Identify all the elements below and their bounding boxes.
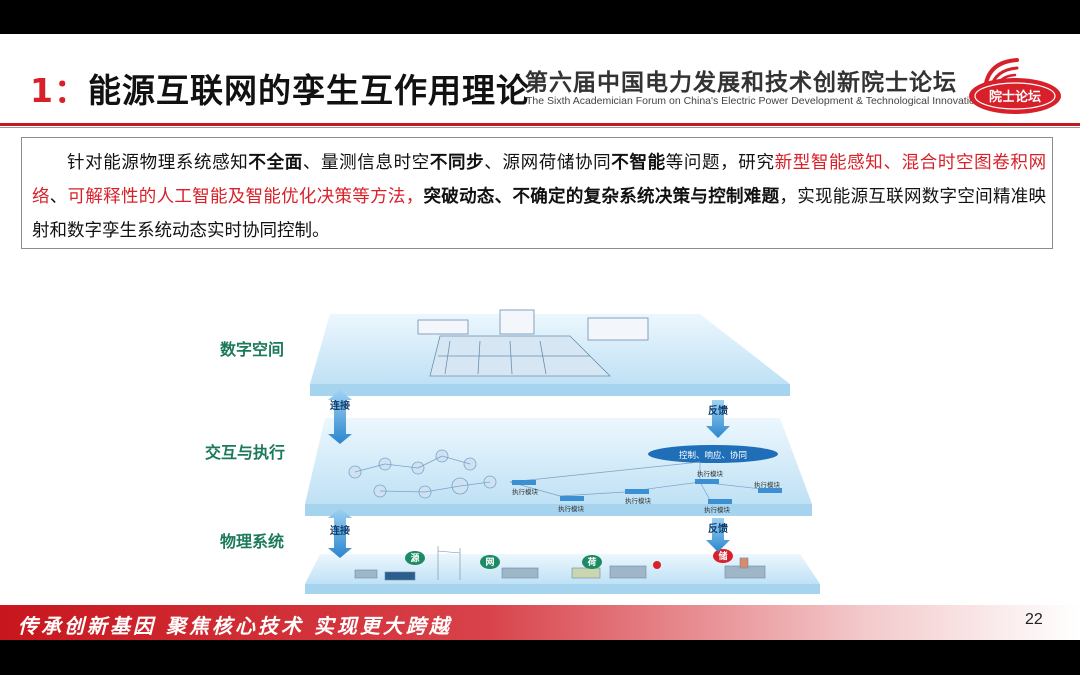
intro-bold: 不智能	[611, 153, 666, 173]
footer-bar	[0, 605, 1080, 640]
intro-text: 、	[49, 187, 68, 207]
intro-highlight: 可解释性的人工智能及智能优化决策等方法，	[67, 187, 424, 207]
page-number: 22	[1025, 611, 1043, 628]
feedback-arrow-lower: 反馈	[706, 518, 730, 552]
link-label-top: 连接	[330, 399, 350, 412]
intro-paragraph: 针对能源物理系统感知不全面、量测信息时空不同步、源网荷储协同不智能等问题，研究新…	[32, 146, 1046, 248]
interaction-layer: 控制、响应、协同 执行模块 执行模块 执行模块 执行模块 执行模块	[305, 418, 812, 516]
forum-logo: 院士论坛	[969, 58, 1061, 114]
module-label: 执行模块	[558, 504, 585, 513]
execution-modules	[512, 479, 782, 504]
tag-storage: 储	[718, 550, 727, 562]
intro-bold: 不同步	[429, 153, 485, 173]
module-label: 执行模块	[697, 469, 724, 478]
intro-text: 、源网荷储协同	[484, 153, 612, 173]
intro-bold: 不全面	[248, 153, 303, 173]
intro-highlight: 新型智能感知、混合时空图卷积网络	[32, 153, 1047, 207]
twin-layer-diagram: 控制、响应、协同 执行模块 执行模块 执行模块 执行模块 执行模块	[305, 309, 820, 594]
title-text: 能源互联网的孪生互作用理论	[87, 71, 530, 110]
header-rule-thin	[0, 127, 1080, 128]
module-label: 执行模块	[512, 487, 539, 496]
digital-space-layer	[310, 309, 790, 396]
layer-label-digital: 数字空间	[220, 340, 285, 359]
module-label: 执行模块	[625, 496, 652, 505]
layer-label-interaction: 交互与执行	[205, 443, 286, 462]
layer-label-physical: 物理系统	[220, 532, 285, 551]
intro-textbox: 针对能源物理系统感知不全面、量测信息时空不同步、源网荷储协同不智能等问题，研究新…	[21, 137, 1053, 249]
physical-tags: 源 网 荷 储	[405, 549, 733, 569]
digital-twin-model-icon	[417, 309, 649, 377]
control-label: 控制、响应、协同	[679, 450, 747, 461]
intro-text: 、量测信息时空	[302, 153, 430, 173]
tag-grid: 网	[485, 557, 494, 568]
module-label: 执行模块	[704, 505, 731, 514]
title-number: 1：	[30, 71, 88, 110]
intro-text: ，实现能源互联网数字空间精准映射和数字孪生系统动态实时协同控制。	[32, 187, 1047, 241]
page-title: 1：能源互联网的孪生互作用理论	[30, 64, 530, 112]
link-char: 连接	[330, 399, 350, 412]
feedback-arrow-upper: 反馈	[706, 400, 730, 438]
header-rule	[0, 123, 1080, 126]
intro-bold: 突破动态、不确定的复杂系统决策与控制难题	[423, 187, 780, 207]
slide: 1：能源互联网的孪生互作用理论 第六届中国电力发展和技术创新院士论坛 The S…	[0, 34, 1080, 640]
feedback-label-top: 反馈	[708, 404, 728, 417]
intro-text: 针对能源物理系统感知	[67, 153, 249, 173]
tag-source: 源	[410, 552, 419, 564]
cloud-network-icon	[348, 449, 497, 499]
power-grid-scene-icon	[354, 546, 766, 581]
intro-text: 等问题，研究	[665, 153, 775, 173]
link-arrow-lower: 连接	[328, 508, 352, 558]
physical-system-layer: 源 网 荷 储	[305, 546, 820, 594]
module-labels: 执行模块 执行模块 执行模块 执行模块 执行模块 执行模块	[512, 469, 781, 514]
link-label-bottom: 连接	[330, 524, 350, 537]
logo-text: 院士论坛	[989, 89, 1041, 105]
link-arrow-upper: 连接	[328, 390, 352, 444]
tag-load: 荷	[586, 556, 596, 568]
feedback-label-bottom: 反馈	[708, 522, 728, 535]
control-ellipse	[648, 445, 778, 463]
module-label: 执行模块	[754, 480, 781, 489]
footer-slogan: 传承创新基因 聚焦核心技术 实现更大跨越	[18, 614, 452, 638]
forum-name-cn: 第六届中国电力发展和技术创新院士论坛	[525, 70, 957, 96]
forum-name-en: The Sixth Academician Forum on China's E…	[526, 95, 981, 107]
